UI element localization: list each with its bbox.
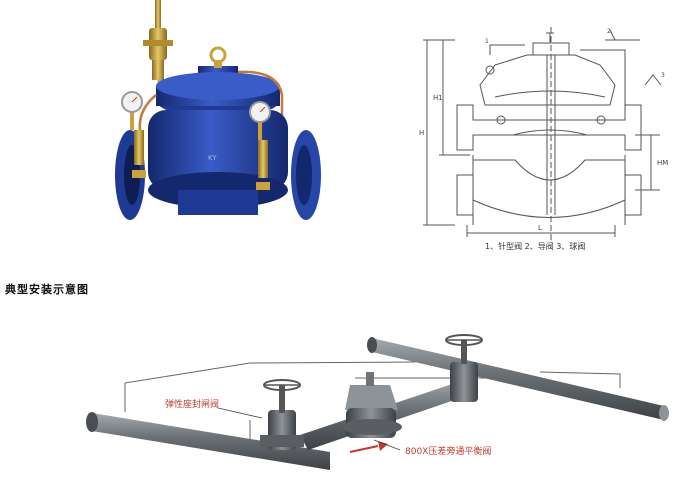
callout-3: 3 (661, 72, 665, 79)
pipe-lower (86, 412, 330, 470)
valve-product-photo: KY (115, 0, 321, 220)
gate-valve-right (445, 334, 483, 402)
dim-label-h: H (419, 129, 424, 137)
pressure-gauge-left (121, 91, 143, 130)
label-gate-valve: 弹性座封闸阀 (165, 398, 219, 410)
installation-diagram: 弹性座封闸阀 800X压差旁通平衡阀 (86, 334, 669, 470)
valve-cross-section-drawing: H H1 HM L 1 2 3 1、针型阀 2、导阀 3、球阀 (419, 27, 668, 251)
gate-valve-left (260, 379, 304, 450)
flow-direction-arrow (349, 441, 388, 453)
dim-label-h1: H1 (433, 94, 443, 102)
pipe-upper (367, 337, 669, 421)
balance-valve (342, 372, 402, 438)
dim-label-hm: HM (657, 159, 668, 167)
label-balance-valve: 800X压差旁通平衡阀 (405, 445, 491, 457)
drawing-legend: 1、针型阀 2、导阀 3、球阀 (485, 241, 585, 251)
pressure-gauge-right (249, 101, 271, 140)
dim-label-l: L (538, 224, 542, 232)
valve-body: KY (148, 110, 288, 215)
section-title: 典型安装示意图 (5, 283, 89, 296)
callout-1: 1 (485, 38, 489, 45)
svg-text:KY: KY (208, 154, 217, 162)
valve-cover (156, 46, 280, 118)
callout-2: 2 (607, 28, 611, 35)
outlet-flange (291, 130, 321, 220)
